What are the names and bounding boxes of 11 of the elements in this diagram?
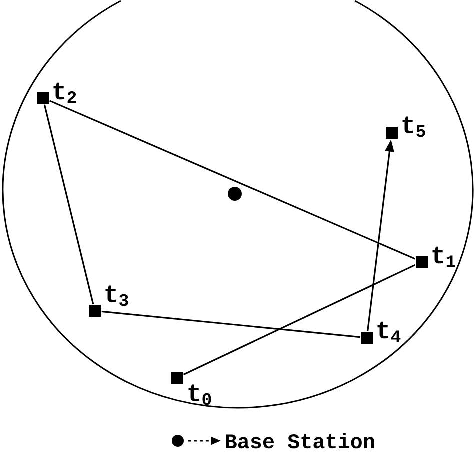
line bbox=[49, 100, 416, 260]
line bbox=[44, 104, 94, 304]
node-label: t$_{0}$ bbox=[188, 384, 212, 406]
node-label: t$_{3}$ bbox=[106, 286, 128, 306]
node-label: t$_{5}$ bbox=[402, 116, 426, 138]
line bbox=[102, 310, 360, 338]
legend-text: Base Station bbox=[226, 433, 374, 449]
line bbox=[183, 264, 416, 376]
node-label: t$_{1}$ bbox=[432, 246, 456, 268]
node-label: t$_{4}$ bbox=[378, 322, 401, 342]
node-label: t$_{2}$ bbox=[54, 82, 76, 104]
